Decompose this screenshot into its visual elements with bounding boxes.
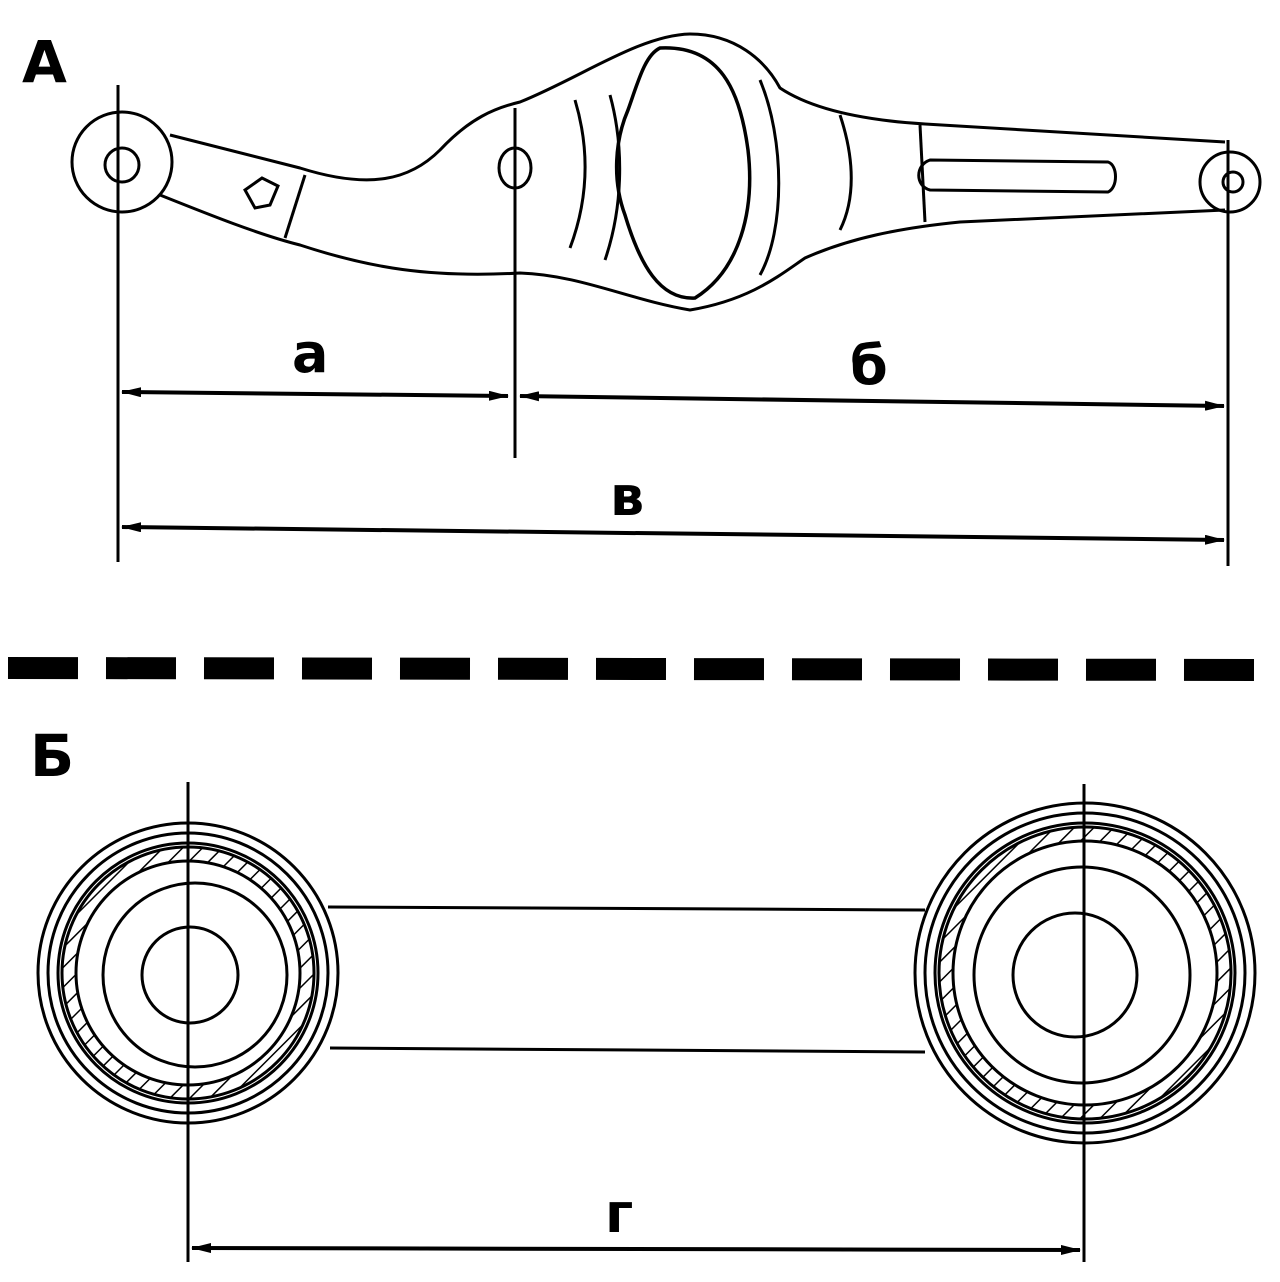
left-eye <box>70 110 174 214</box>
rod-bottom-edge <box>329 1046 926 1054</box>
dimension-line-g <box>191 1243 1081 1255</box>
right-eye <box>1198 150 1262 214</box>
rib-right-1 <box>838 114 853 231</box>
arm-outline-upper <box>169 32 1226 182</box>
central-pocket <box>614 46 752 300</box>
right-eye-hole <box>1221 170 1245 194</box>
arm-slot <box>917 158 1117 194</box>
extension-lines-top <box>116 85 1230 566</box>
dimension-label-a: а <box>292 322 328 385</box>
arm-outline-lower <box>159 193 1226 312</box>
link-rod <box>36 801 1257 1145</box>
arm-mark <box>243 176 280 210</box>
rib-left-1 <box>283 174 307 239</box>
panel-label-bottom: Б <box>30 722 74 790</box>
suspension-arm <box>70 32 1262 312</box>
dimension-label-g: г <box>605 1182 633 1245</box>
panel-divider <box>7 657 1280 681</box>
dimension-line-b <box>519 391 1225 411</box>
rib-right-2 <box>918 124 927 223</box>
rod-top-edge <box>327 905 926 912</box>
dimension-label-b: б <box>850 334 888 397</box>
rib-left-3 <box>603 94 622 261</box>
left-eye-hole <box>103 146 141 184</box>
dimension-line-v <box>121 522 1225 545</box>
central-pocket-rim <box>758 79 781 276</box>
panel-label-top: А <box>22 28 67 96</box>
extension-lines-bottom <box>186 782 1086 1262</box>
dimension-label-v: в <box>610 465 644 528</box>
dimension-line-a <box>121 387 509 401</box>
rib-left-2 <box>568 99 587 249</box>
